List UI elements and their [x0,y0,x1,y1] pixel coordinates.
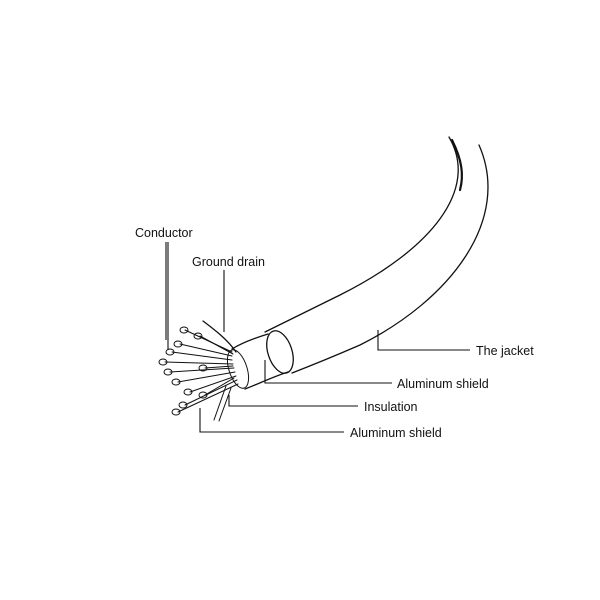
conductor-tip [171,378,181,386]
conductor-strand [179,343,233,357]
shield-upper-edge [231,333,269,350]
conductor-tip [178,401,188,409]
leader-aluminum-shield-outer [264,360,392,384]
ground-drain-wire [202,320,237,353]
conductor-tip [179,326,189,334]
conductor-tip [183,388,193,396]
conductor-strand [184,379,238,406]
conductor-strand [189,375,237,393]
insulation-wire-edge [218,387,232,422]
aluminum-shield-band [226,333,289,390]
jacket-upper-edge [264,136,459,333]
conductor-tip [165,348,175,356]
conductor-tip [173,340,183,348]
conductor-tip [198,391,208,399]
leader-insulation [228,395,358,407]
conductor-bundle [158,326,239,416]
leader-aluminum-shield-inner [199,408,344,433]
conductor-strand [164,361,234,365]
conductor-strand [171,351,233,361]
cable-jacket [264,136,489,374]
conductor-strand [169,367,235,373]
jacket-lower-edge [291,144,489,374]
conductor-tip [193,332,203,340]
conductor-strand [204,377,235,396]
conductor-tip [158,358,168,366]
shield-end-rim [226,349,250,389]
label-insulation: Insulation [364,400,418,414]
leader-lines [165,242,470,433]
insulation-wire [213,385,227,421]
label-aluminum-shield-inner: Aluminum shield [350,426,442,440]
conductor-strand [177,371,236,383]
jacket-upper-highlight [450,138,463,192]
conductor-strand [177,383,239,413]
conductor-strand [199,335,234,355]
label-ground-drain: Ground drain [192,255,265,269]
conductor-tip [171,408,181,416]
shield-lower-edge [244,371,289,390]
label-conductor: Conductor [135,226,193,240]
conductor-tip [198,364,208,372]
label-jacket: The jacket [476,344,534,358]
conductor-strand [204,365,234,369]
conductor-tip [163,368,173,376]
label-aluminum-shield-outer: Aluminum shield [397,377,489,391]
leader-jacket [377,330,470,351]
